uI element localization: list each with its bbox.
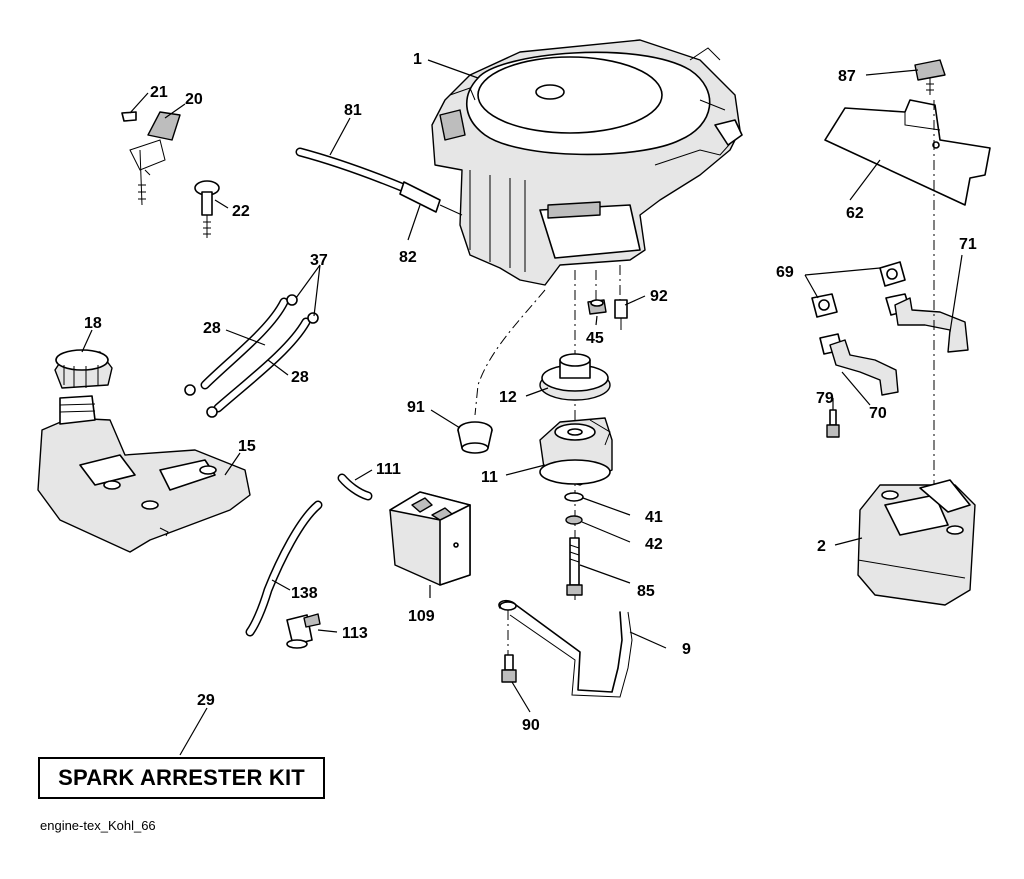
spark-arrester-kit-label: SPARK ARRESTER KIT	[58, 765, 305, 790]
callout-valve-113: 113	[342, 625, 368, 642]
callout-fitting-82: 82	[399, 249, 417, 266]
callout-muffler: 2	[817, 538, 826, 555]
callout-battery: 109	[408, 608, 435, 625]
callout-nut-45: 45	[586, 330, 604, 347]
valve-113-part	[286, 613, 321, 649]
bolt-92-part	[614, 299, 628, 330]
callout-labels: 1 2 9 11 12 15 18 20 21 22 28 28 29 37 4…	[84, 51, 977, 734]
pulley-12-part	[539, 353, 611, 401]
callout-bolt-79: 79	[816, 390, 834, 407]
callout-hose-111: 111	[376, 461, 401, 478]
callout-spark-kit: 29	[197, 692, 215, 709]
spark-arrester-kit-box: SPARK ARRESTER KIT	[38, 757, 325, 799]
callout-pipe-71: 71	[959, 236, 977, 253]
callout-clamp: 37	[310, 252, 328, 269]
callout-bolt-90: 90	[522, 717, 540, 734]
callout-washer-42: 42	[645, 536, 663, 553]
bolt-90-part	[501, 654, 517, 683]
callout-drain-plug: 22	[232, 203, 250, 220]
callout-screw-21: 21	[150, 84, 168, 101]
battery-part	[389, 491, 471, 586]
exhaust-pipes-part	[829, 297, 969, 396]
engine-part	[431, 39, 743, 286]
callout-bolt-92: 92	[650, 288, 668, 305]
heat-shield-62-part	[824, 99, 991, 206]
fuel-line-138-part	[245, 500, 323, 637]
bolt-85-part	[566, 537, 583, 596]
callout-hose-28b: 28	[291, 369, 309, 386]
callout-fuel-cap: 18	[84, 315, 102, 332]
callout-washer-41: 41	[645, 509, 663, 526]
callout-knob-87: 87	[838, 68, 856, 85]
callout-grommet-91: 91	[407, 399, 425, 416]
callout-hose-28a: 28	[203, 320, 221, 337]
grommet-91-part	[457, 289, 546, 454]
hose-81-part	[295, 147, 463, 216]
choke-assembly-part	[121, 111, 181, 206]
callout-clutch: 11	[481, 469, 498, 486]
callout-pulley: 12	[499, 389, 517, 406]
fuel-cap-part	[54, 349, 113, 389]
callout-choke-knob: 20	[185, 91, 203, 108]
knob-87-part	[914, 59, 946, 95]
callout-bracket: 9	[682, 641, 691, 658]
nut-45-part	[587, 299, 607, 315]
drain-plug-part	[194, 180, 220, 238]
bracket-9-part	[498, 599, 633, 698]
diagram-caption: engine-tex_Kohl_66	[40, 818, 156, 833]
callout-engine: 1	[413, 51, 422, 68]
callout-pipe-70: 70	[869, 405, 887, 422]
clutch-11-part	[539, 417, 613, 486]
callout-line-138: 138	[291, 585, 318, 602]
hose-111-part	[337, 473, 373, 501]
leader-lines	[81, 59, 963, 756]
washers-part	[564, 492, 584, 525]
bolt-79-part	[826, 409, 840, 438]
fuel-tank-part	[37, 395, 251, 553]
fuel-hoses-28-part	[184, 294, 319, 418]
callout-bolt-85: 85	[637, 583, 655, 600]
callout-heat-shield: 62	[846, 205, 864, 222]
callout-fuel-tank: 15	[238, 438, 256, 455]
muffler-2-part	[857, 100, 976, 606]
callout-gasket: 69	[776, 264, 794, 281]
callout-hose-81: 81	[344, 102, 362, 119]
